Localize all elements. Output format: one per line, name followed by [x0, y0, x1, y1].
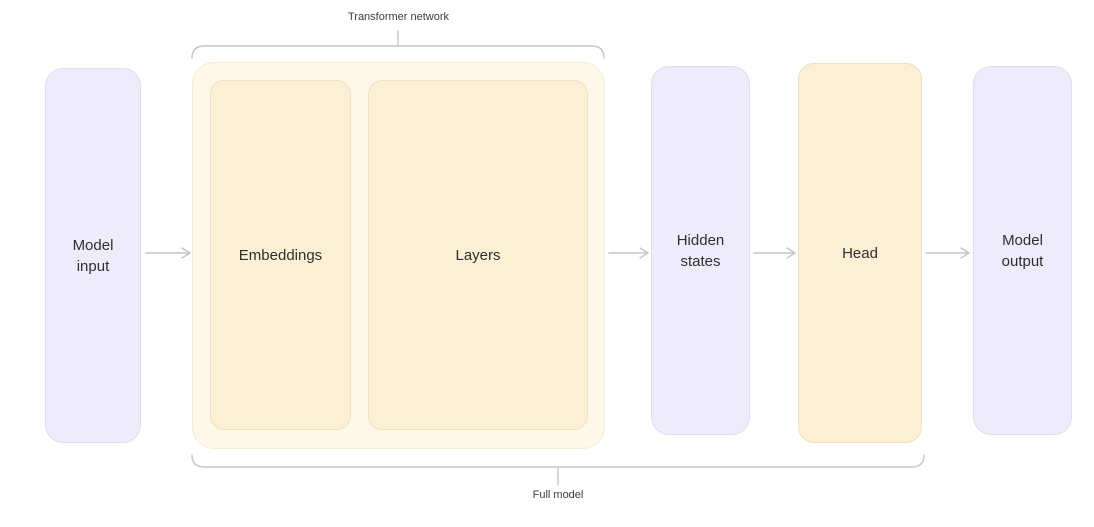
node-hidden-states: Hidden states — [651, 66, 750, 435]
node-model-output-label: Model output — [1001, 231, 1044, 270]
node-model-input-label: Model input — [72, 236, 114, 275]
node-model-input: Model input — [45, 68, 141, 443]
node-embeddings-label: Embeddings — [238, 246, 323, 264]
node-layers: Layers — [368, 80, 588, 430]
full-model-group-label: Full model — [532, 489, 584, 501]
node-hidden-states-label: Hidden states — [676, 231, 725, 270]
arrowhead-transformer-to-hidden-icon — [639, 247, 649, 259]
node-head-label: Head — [842, 244, 878, 262]
node-embeddings: Embeddings — [210, 80, 351, 430]
arrowhead-hidden-to-head-icon — [786, 247, 796, 259]
node-layers-label: Layers — [455, 246, 501, 264]
transformer-network-group-label: Transformer network — [347, 11, 450, 23]
arrowhead-head-to-output-icon — [960, 247, 970, 259]
bracket-full-model — [191, 454, 925, 468]
arrowhead-input-to-transformer-icon — [181, 247, 191, 259]
node-head: Head — [798, 63, 922, 443]
node-model-output: Model output — [973, 66, 1072, 435]
bracket-transformer-network — [191, 45, 605, 59]
